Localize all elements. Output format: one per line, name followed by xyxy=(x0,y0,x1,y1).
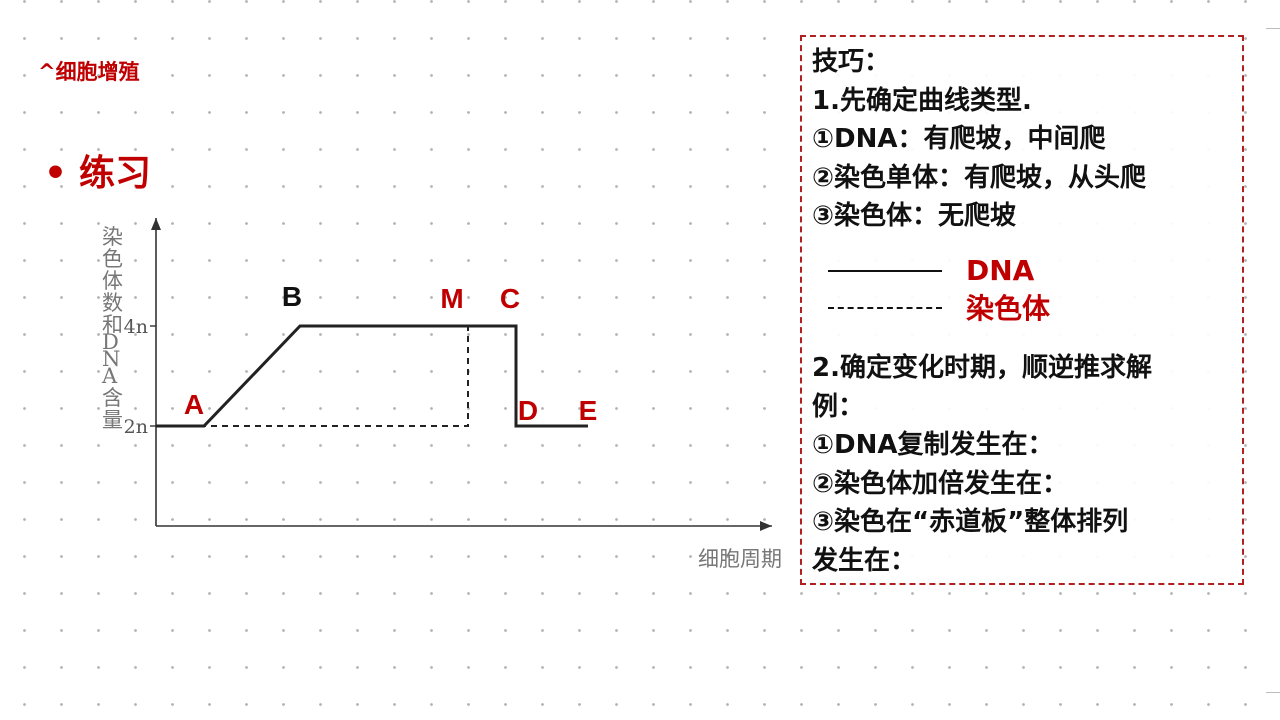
legend-item-dna: DNA xyxy=(828,253,1228,289)
point-label-c: C xyxy=(500,283,520,314)
legend-dashed-line xyxy=(828,307,942,309)
tips-panel: 技巧： 1.先确定曲线类型. ①DNA：有爬坡，中间爬 ②染色单体：有爬坡，从头爬 ③染… xyxy=(800,35,1244,585)
y-axis-label-char: 体 xyxy=(102,269,123,293)
tips-line-0: 技巧： xyxy=(812,47,891,77)
breadcrumb: ^细胞增殖 xyxy=(38,60,140,84)
tips-line2-3: ②染色体加倍发生在： xyxy=(812,468,1069,499)
y-axis-arrow xyxy=(151,218,161,230)
legend-label-dna: DNA xyxy=(966,254,1035,287)
y-axis-label-char: 和 xyxy=(102,313,123,337)
point-label-a: A xyxy=(184,389,204,420)
legend: DNA 染色体 xyxy=(828,253,1228,333)
tips-line2-2: ①DNA复制发生在： xyxy=(812,430,1054,460)
point-label-d: D xyxy=(518,395,538,426)
y-axis-label-char: A xyxy=(101,364,118,388)
y-tick-label-0: 2n xyxy=(124,416,148,438)
legend-label-chromosome: 染色体 xyxy=(966,292,1051,325)
section-title: • 练习 xyxy=(44,144,151,196)
tips-line2-1: 例： xyxy=(812,391,865,422)
tips-line2-0: 2.确定变化时期，顺逆推求解 xyxy=(812,353,1152,383)
tips-line2-5: 发生在： xyxy=(812,545,917,576)
tips-line-3: ②染色单体：有爬坡，从头爬 xyxy=(812,162,1147,193)
y-axis-label-char: 染 xyxy=(102,225,123,249)
tips-text-block: 技巧： 1.先确定曲线类型. ①DNA：有爬坡，中间爬 ②染色单体：有爬坡，从头爬 ③染… xyxy=(812,43,1242,236)
tips-line-2: ①DNA：有爬坡，中间爬 xyxy=(812,124,1106,154)
x-axis-label: 细胞周期 xyxy=(698,547,782,571)
x-axis-arrow xyxy=(760,521,772,531)
legend-item-chromosome: 染色体 xyxy=(828,291,1228,327)
y-axis-label-char: 含 xyxy=(102,386,123,410)
y-axis-label-char: N xyxy=(102,347,120,371)
tips-line2-4: ③染色在“赤道板”整体排列 xyxy=(812,507,1129,537)
point-label-e: E xyxy=(579,395,598,426)
y-axis-label-char: 色 xyxy=(102,247,123,271)
point-label-m: M xyxy=(440,283,463,314)
point-label-b: B xyxy=(282,281,302,312)
tips-line-4: ③染色体：无爬坡 xyxy=(812,201,1017,231)
page-title: 练习 xyxy=(79,153,152,194)
tips-text-block-2: 2.确定变化时期，顺逆推求解例： ①DNA复制发生在： ②染色体加倍发生在： ③染色在… xyxy=(812,349,1242,580)
y-axis-label-char: 数 xyxy=(102,291,123,315)
title-bullet: • xyxy=(44,153,68,194)
y-axis-label-char: 量 xyxy=(102,408,123,432)
tips-line-1: 1.先确定曲线类型. xyxy=(812,85,1032,116)
y-axis-label-char: D xyxy=(102,330,119,354)
y-tick-label-1: 4n xyxy=(124,316,148,338)
corner-decoration-line xyxy=(1266,692,1280,693)
corner-decoration-line xyxy=(1266,28,1280,29)
legend-solid-line xyxy=(828,270,942,272)
series-line-chromosome xyxy=(156,325,588,427)
